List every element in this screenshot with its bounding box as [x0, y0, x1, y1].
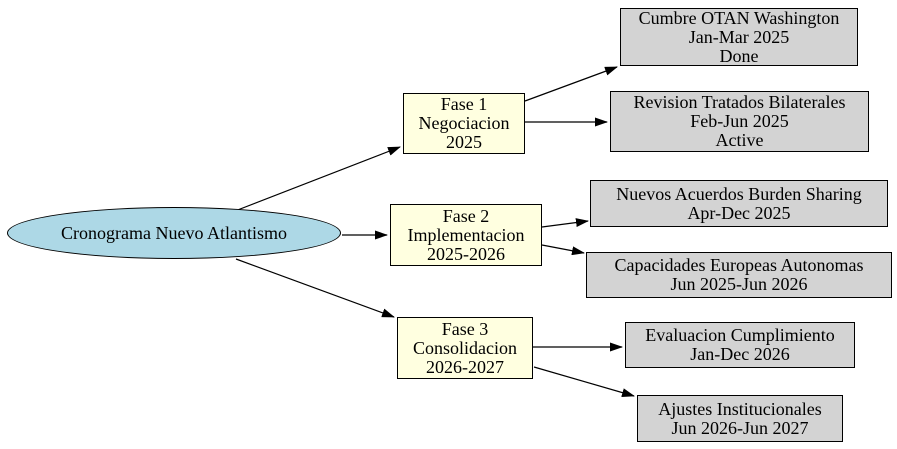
milestone-title: Capacidades Europeas Autonomas [614, 255, 864, 275]
phase-subtitle: Negociacion [418, 113, 510, 133]
node-milestone-3: Nuevos Acuerdos Burden Sharing Apr-Dec 2… [590, 180, 888, 227]
milestone-title: Evaluacion Cumplimiento [645, 325, 835, 345]
node-milestone-1: Cumbre OTAN Washington Jan-Mar 2025 Done [620, 8, 858, 66]
milestone-dates: Jun 2026-Jun 2027 [671, 417, 809, 438]
node-root: Cronograma Nuevo Atlantismo [7, 207, 341, 259]
milestone-dates: Feb-Jun 2025 [690, 111, 789, 131]
milestone-title: Revision Tratados Bilaterales [633, 92, 846, 112]
milestone-dates: Jan-Mar 2025 [688, 26, 790, 47]
edge-phase-2-milestone-3 [541, 218, 589, 228]
phase-title: Fase 3 [441, 318, 489, 339]
edge-root-phase-1 [234, 146, 401, 212]
node-phase-1: Fase 1 Negociacion 2025 [403, 93, 525, 154]
edge-phase-1-milestone-1 [524, 66, 618, 102]
node-milestone-5: Evaluacion Cumplimiento Jan-Dec 2026 [625, 322, 855, 368]
phase-dates: 2025-2026 [427, 243, 505, 264]
phase-title: Fase 1 [440, 94, 488, 114]
milestone-title: Cumbre OTAN Washington [638, 7, 840, 28]
phase-subtitle: Consolidacion [413, 337, 517, 358]
phase-dates: 2025 [446, 132, 482, 152]
edge-phase-2-milestone-4 [541, 244, 585, 256]
node-phase-3: Fase 3 Consolidacion 2026-2027 [397, 317, 533, 379]
node-phase-2: Fase 2 Implementacion 2025-2026 [390, 204, 542, 266]
node-milestone-2: Revision Tratados Bilaterales Feb-Jun 20… [610, 91, 869, 152]
edge-root-phase-3 [235, 258, 395, 318]
node-milestone-4: Capacidades Europeas Autonomas Jun 2025-… [586, 252, 892, 298]
milestone-dates: Apr-Dec 2025 [687, 202, 791, 223]
milestone-title: Ajustes Institucionales [658, 398, 822, 419]
milestone-status: Done [719, 45, 759, 66]
phase-dates: 2026-2027 [426, 356, 504, 377]
milestone-status: Active [715, 130, 764, 150]
phase-title: Fase 2 [442, 205, 490, 226]
milestone-dates: Jun 2025-Jun 2026 [670, 274, 808, 294]
edge-phase-3-milestone-6 [533, 366, 635, 397]
phase-subtitle: Implementacion [407, 224, 525, 245]
node-root-label: Cronograma Nuevo Atlantismo [61, 222, 287, 243]
milestone-dates: Jan-Dec 2026 [690, 344, 790, 364]
milestone-title: Nuevos Acuerdos Burden Sharing [616, 183, 862, 204]
node-milestone-6: Ajustes Institucionales Jun 2026-Jun 202… [637, 395, 843, 442]
